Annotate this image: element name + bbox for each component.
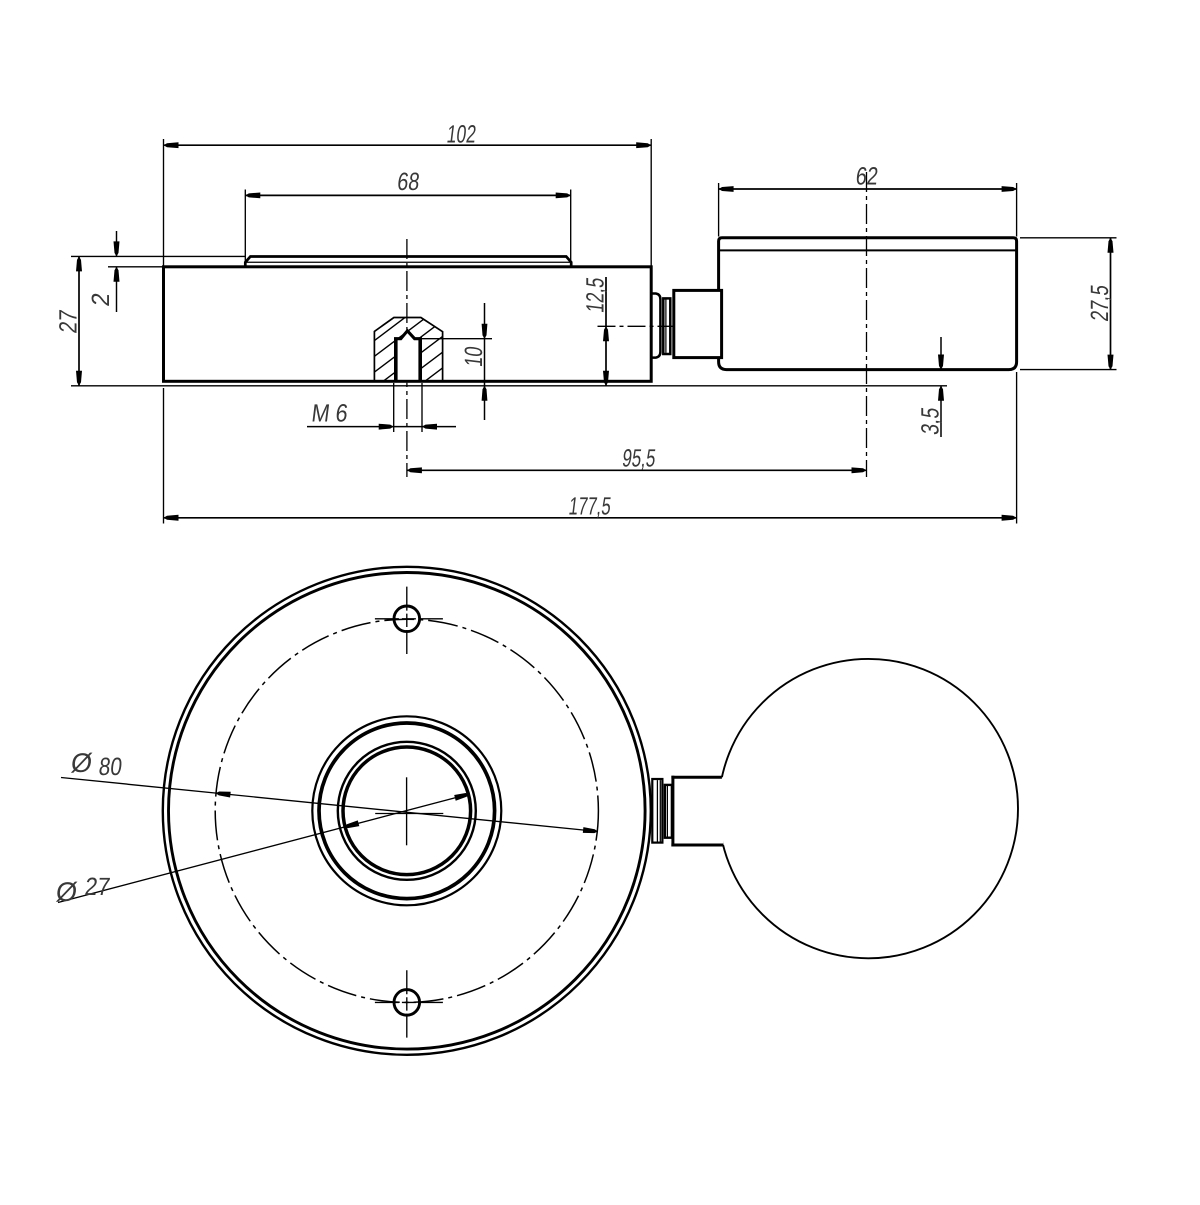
svg-text:68: 68 (396, 168, 421, 196)
svg-text:102: 102 (445, 121, 477, 149)
svg-text:80: 80 (97, 753, 123, 781)
svg-text:Ø: Ø (54, 876, 79, 907)
svg-text:12,5: 12,5 (582, 276, 610, 314)
svg-text:27: 27 (55, 308, 83, 334)
svg-text:95,5: 95,5 (621, 445, 657, 473)
svg-text:62: 62 (854, 163, 879, 191)
svg-text:27: 27 (83, 873, 111, 901)
svg-text:27,5: 27,5 (1086, 283, 1114, 322)
svg-text:M 6: M 6 (310, 399, 349, 427)
svg-text:10: 10 (460, 345, 488, 368)
svg-text:3,5: 3,5 (917, 406, 945, 436)
svg-text:Ø: Ø (69, 747, 94, 778)
svg-text:177,5: 177,5 (567, 493, 612, 521)
svg-text:2: 2 (87, 291, 115, 307)
